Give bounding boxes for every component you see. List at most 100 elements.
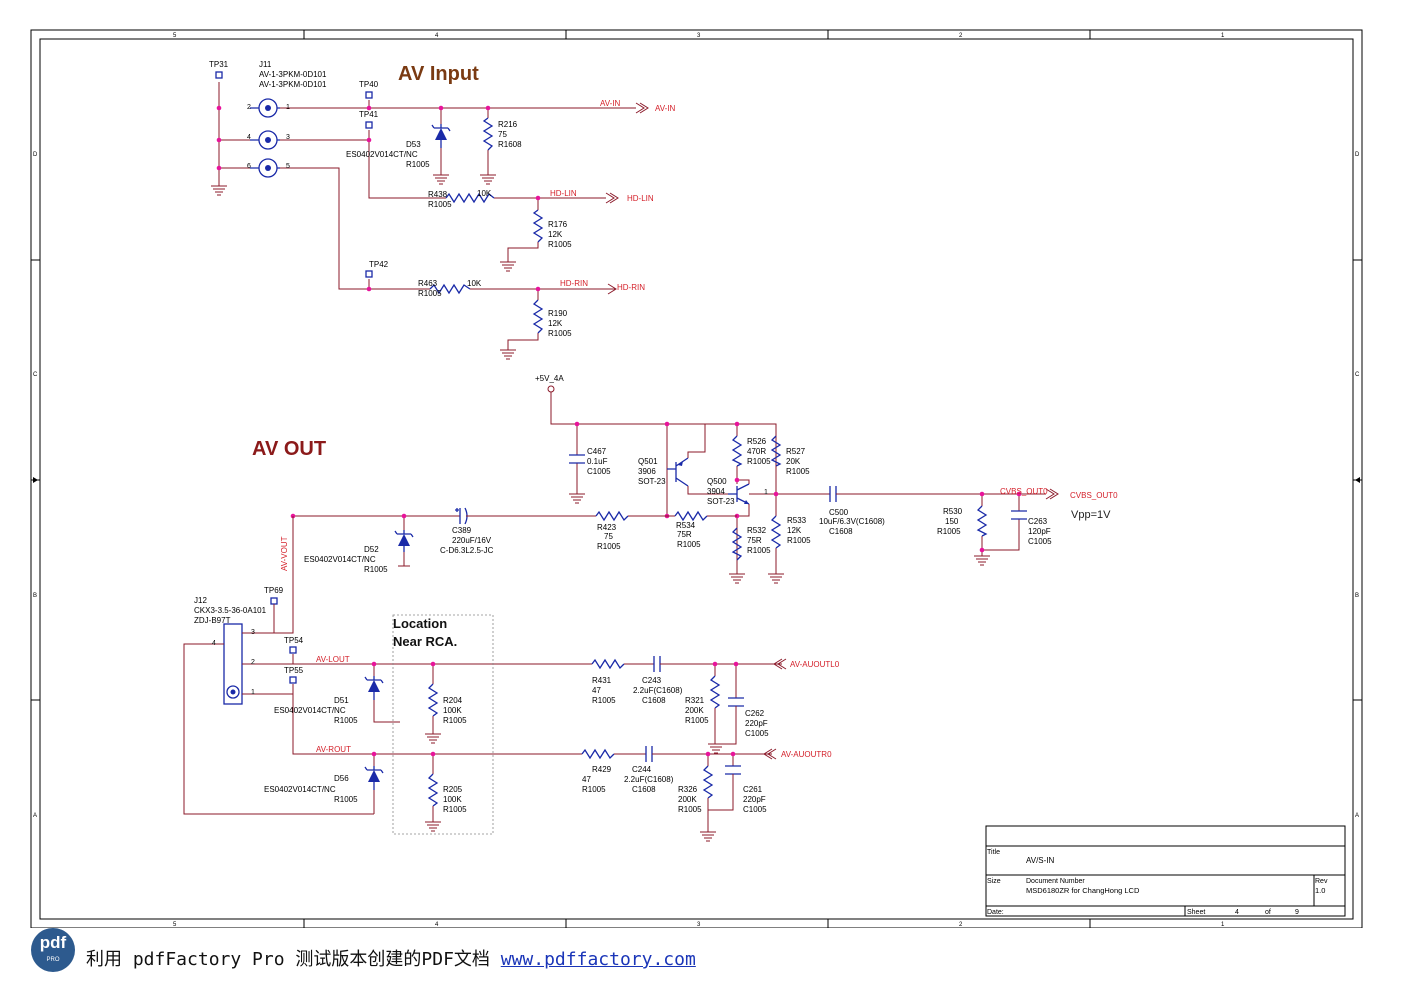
- r463-ref: R463: [418, 279, 438, 288]
- q500-pkg: SOT-23: [707, 497, 735, 506]
- r463-value: 10K: [467, 279, 482, 288]
- c261-value: 220pF: [743, 795, 766, 804]
- r431-ref: R431: [592, 676, 612, 685]
- video-buffer-section: +5V_4A: [535, 374, 1118, 584]
- title-label: Title: [987, 849, 1000, 856]
- r326-value: 200K: [678, 795, 697, 804]
- net-av-in-label: AV-IN: [600, 99, 621, 108]
- c243-ref: C243: [642, 676, 662, 685]
- net-av-lout-label: AV-LOUT: [316, 655, 350, 664]
- tp31-pad: [215, 71, 223, 79]
- c263-pkg: C1005: [1028, 537, 1052, 546]
- tp41-label: TP41: [359, 110, 379, 119]
- zone-col-4-top: 4: [435, 33, 439, 39]
- r204-resistor: [427, 683, 439, 717]
- r216-pkg: R1608: [498, 140, 522, 149]
- j11-pin-1: 1: [286, 104, 290, 111]
- c500-ref: C500: [829, 508, 849, 517]
- r526-ref: R526: [747, 437, 767, 446]
- zone-col-4-bottom: 4: [435, 922, 439, 928]
- r534-ref: R534: [676, 521, 696, 530]
- net-av-vout-label: AV-VOUT: [280, 536, 289, 571]
- zone-row-a-left: A: [33, 813, 37, 819]
- r534-pkg: R1005: [677, 540, 701, 549]
- c467-value: 0.1uF: [587, 457, 608, 466]
- d52-tvs-diode: [394, 530, 414, 552]
- r205-resistor: [427, 773, 439, 807]
- net-cvbs-out0-port: CVBS_OUT0: [1070, 491, 1118, 500]
- r438-pkg: R1005: [428, 200, 452, 209]
- r431-value: 47: [592, 686, 601, 695]
- r530-pkg: R1005: [937, 527, 961, 536]
- j11-pin-2: 2: [247, 104, 251, 111]
- j11-connector: [250, 98, 280, 178]
- j11-pin-6: 6: [247, 163, 251, 170]
- c389-ref: C389: [452, 526, 472, 535]
- zone-col-3-top: 3: [697, 33, 701, 39]
- r321-value: 200K: [685, 706, 704, 715]
- size-label: Size: [987, 878, 1001, 885]
- sheet-frame: [30, 29, 1363, 928]
- r205-ref: R205: [443, 785, 463, 794]
- j12-pin-3: 3: [251, 629, 255, 636]
- r533-resistor: [770, 515, 782, 549]
- c262-value: 220pF: [745, 719, 768, 728]
- r463-pkg: R1005: [418, 289, 442, 298]
- d53-tvs-diode: [431, 124, 451, 148]
- zone-row-d-left: D: [33, 152, 38, 158]
- av-input-section: TP31 J11 AV-1-3PKM-0D101 AV-1-3PKM-0D101…: [209, 60, 676, 360]
- av-out-audio-section: TP69 J12 CKX3-3.5-36-0A101 ZDJ-B97T 3 4 …: [183, 516, 840, 842]
- net-hd-lin-label: HD-LIN: [550, 189, 577, 198]
- c262-ref: C262: [745, 709, 765, 718]
- r533-pkg: R1005: [787, 536, 811, 545]
- q501-value: 3906: [638, 467, 656, 476]
- r190-ref: R190: [548, 309, 568, 318]
- r526-value: 470R: [747, 447, 766, 456]
- pdffactory-logo: pdf PRO: [31, 928, 75, 972]
- d52-ref: D52: [364, 545, 379, 554]
- r321-ref: R321: [685, 696, 705, 705]
- tp41-pad: [365, 121, 373, 129]
- c243-capacitor: [653, 656, 661, 672]
- d51-tvs-diode: [364, 676, 384, 700]
- tp69-label: TP69: [264, 586, 284, 595]
- zone-col-3-bottom: 3: [697, 922, 701, 928]
- r204-pkg: R1005: [443, 716, 467, 725]
- zone-col-2-top: 2: [959, 33, 963, 39]
- r326-resistor: [702, 765, 714, 799]
- c500-pkg: C1608: [829, 527, 853, 536]
- q500-value: 3904: [707, 487, 725, 496]
- r533-ref: R533: [787, 516, 807, 525]
- r532-ref: R532: [747, 526, 767, 535]
- j11-part-2: AV-1-3PKM-0D101: [259, 80, 327, 89]
- zone-row-c-left: C: [33, 372, 38, 378]
- net-av-auoutr0-port: AV-AUOUTR0: [781, 750, 832, 759]
- j11-pin-3: 3: [286, 134, 290, 141]
- r429-resistor: [581, 748, 615, 760]
- power-5v-label: +5V_4A: [535, 374, 564, 383]
- r190-value: 12K: [548, 319, 563, 328]
- net-av-rout-label: AV-ROUT: [316, 745, 351, 754]
- j11-pin-4: 4: [247, 134, 251, 141]
- j12-pin-4: 4: [212, 640, 216, 647]
- r527-value: 20K: [786, 457, 801, 466]
- schematic-sheet: 5 4 3 2 1 5 4 3 2 1 D C B A D C B A AV I…: [30, 29, 1363, 928]
- r527-ref: R527: [786, 447, 806, 456]
- c243-value: 2.2uF(C1608): [633, 686, 683, 695]
- av-out-video-path: AV-VOUT C389 220uF/16V C-D6.3L2.5-JC R42…: [280, 507, 737, 574]
- logo-text: pdf: [39, 933, 67, 952]
- c244-capacitor: [645, 746, 653, 762]
- r205-pkg: R1005: [443, 805, 467, 814]
- d53-part: ES0402V014CT/NC: [346, 150, 418, 159]
- j12-pin-2: 2: [251, 659, 255, 666]
- r423-ref: R423: [597, 523, 617, 532]
- tp69-pad: [270, 597, 278, 605]
- q501-transistor: [667, 457, 689, 487]
- r532-value: 75R: [747, 536, 762, 545]
- c467-pkg: C1005: [587, 467, 611, 476]
- net-hd-rin-port: HD-RIN: [617, 283, 645, 292]
- j12-part-2: ZDJ-B97T: [194, 616, 231, 625]
- r527-pkg: R1005: [786, 467, 810, 476]
- tp55-pad: [289, 676, 297, 684]
- pdffactory-link[interactable]: www.pdffactory.com: [500, 949, 696, 970]
